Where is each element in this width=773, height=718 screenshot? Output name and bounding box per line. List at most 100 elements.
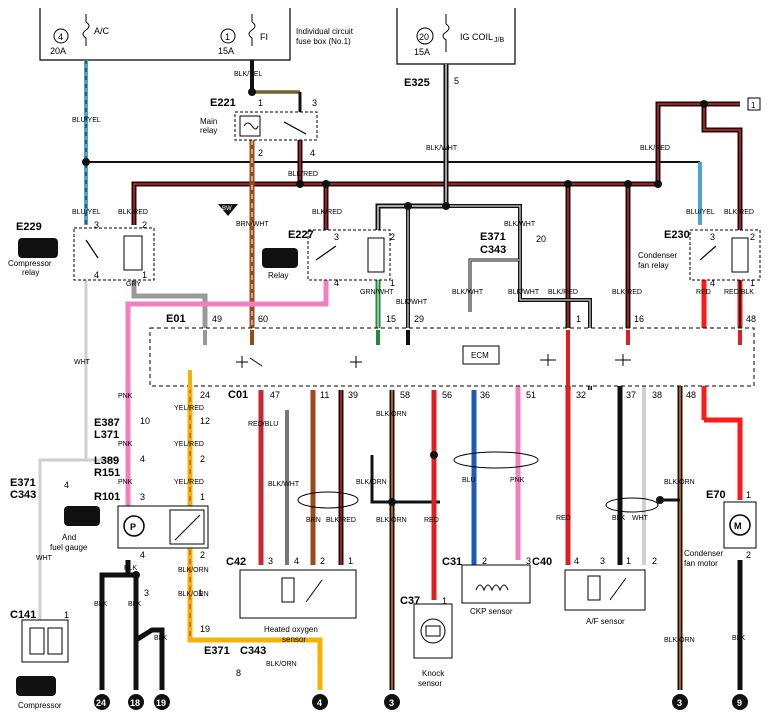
pin-e227-4: 4 (334, 278, 339, 288)
pin-e01-15: 15 (386, 314, 396, 324)
pin-e221-4: 4 (310, 148, 315, 158)
lbl-pnk-3: PNK (118, 479, 133, 486)
lbl-blk-orn-5: BLK/ORN (178, 591, 209, 598)
lbl-wht-2: WHT (36, 555, 53, 562)
lbl-blk-red-5: BLK/RED (548, 289, 578, 296)
compressor-relay-label-1: Compressor (8, 259, 52, 268)
lbl-pnk-4: PNK (510, 477, 525, 484)
lbl-blk-red-4: BLK/RED (312, 209, 342, 216)
pin-e01-1: 1 (576, 314, 581, 324)
fp-relay-label: Relay (268, 271, 288, 280)
lbl-blk-red-7: BLK/RED (724, 209, 754, 216)
conn-r101: R101 (94, 491, 120, 503)
lbl-red-1: RED (424, 517, 439, 524)
ground-4 (312, 694, 328, 710)
pin-c01-36: 36 (480, 390, 490, 400)
lbl-blk-orn-7: BLK/ORN (664, 479, 695, 486)
lbl-red-blu: RED/BLU (248, 421, 278, 428)
lbl-red-2: RED (556, 515, 571, 522)
pin-c31-2: 2 (482, 556, 487, 566)
pin-c01-11: 11 (320, 390, 329, 400)
lbl-blk-red-1: BLK/RED (118, 209, 148, 216)
lbl-blu-yel-3: BLU/YEL (686, 209, 715, 216)
lbl-blk-orn-3: BLK/ORN (376, 517, 407, 524)
pin-e227-2: 2 (390, 232, 395, 242)
lbl-blk-red-2: BLK/RED (288, 171, 318, 178)
bw-marker: BW (218, 204, 238, 216)
conn-l389: L389 (94, 455, 119, 467)
conn-e221: E221 (210, 97, 236, 109)
svg-text:3: 3 (389, 698, 394, 708)
pin-e371-4: 4 (64, 480, 69, 490)
pin-c40-4: 4 (574, 556, 579, 566)
svg-text:24: 24 (96, 698, 106, 708)
lbl-blk-red-6: BLK/RED (612, 289, 642, 296)
svg-text:9: 9 (737, 698, 742, 708)
pin-e01-48: 48 (746, 314, 756, 324)
pin-c01-38: 38 (652, 390, 662, 400)
pin-c01-24: 24 (200, 390, 210, 400)
pin-e70-2: 2 (746, 550, 751, 560)
ho2s-label-1: Heated oxygen (264, 625, 318, 634)
fuel-gauge-label-1: And (62, 533, 76, 542)
fuse-ac-name: A/C (94, 26, 110, 36)
fuel-gauge-label-2: fuel gauge (50, 543, 88, 552)
ground-24 (94, 694, 110, 710)
pin-r101-1: 1 (200, 492, 205, 502)
pin-e229-3: 3 (94, 220, 99, 230)
fuse-ig-box: J/B (494, 37, 504, 44)
fuse-box-1: 4 20A A/C 1 15A FI Individual circuit fu… (39, 8, 354, 61)
lbl-blk-orn-4: BLK/ORN (178, 567, 209, 574)
lbl-blk-wht-1: BLK/WHT (426, 145, 458, 152)
pin-c40-3: 3 (600, 556, 605, 566)
pin-e230-4: 4 (710, 278, 715, 288)
fuse-ig-amp: 15A (414, 47, 430, 57)
fuse-fi-num: 1 (225, 32, 230, 42)
cond-relay-label-1: Condenser (638, 251, 677, 260)
pin-e229-4: 4 (94, 270, 99, 280)
compressor-label: Compressor (18, 701, 62, 710)
offpage-badge: 1 (747, 97, 761, 111)
lbl-blk-2: BLK (124, 565, 138, 572)
ecm-label: ECM (471, 351, 489, 360)
fan-motor-label-1: Condenser (684, 549, 723, 558)
ground-19 (154, 694, 170, 710)
pin-8: 8 (236, 668, 241, 678)
fuse-ac-circle (53, 28, 69, 44)
fp-relay-icon: Relay (262, 248, 298, 280)
compressor-relay-label-2: relay (22, 268, 39, 277)
pin-e387-12: 12 (200, 416, 210, 426)
fuse-ig-name: IG COIL (460, 32, 493, 42)
pin-c37-1: 1 (442, 596, 447, 606)
pin-e230-1: 1 (750, 278, 755, 288)
pin-c31-3: 3 (526, 556, 531, 566)
conn-c343-2: C343 (10, 489, 36, 501)
lbl-blk-red-8: BLK/RED (326, 517, 356, 524)
fuel-gauge-icon: And fuel gauge (50, 506, 100, 552)
lbl-pnk-2: PNK (118, 441, 133, 448)
junction-dots (82, 88, 708, 579)
wire-blk-yel (250, 60, 302, 112)
conn-e371-3: E371 (204, 645, 230, 657)
pin-c40-2: 2 (652, 556, 657, 566)
conn-c42: C42 (226, 556, 246, 568)
lbl-red-3: RED (696, 289, 711, 296)
lbl-blk-6: BLK (732, 635, 746, 642)
pin-c01-39: 39 (348, 390, 358, 400)
bw-label: BW (222, 206, 232, 212)
pin-e221-3: 3 (312, 98, 317, 108)
pin-c01-47: 47 (270, 390, 280, 400)
fuse-ig-circle (416, 27, 434, 45)
wire-blk-gnd-left (99, 560, 165, 690)
fuse-box-jb: 20 15A IG COIL J/B (396, 8, 516, 65)
pin-r101-4: 4 (140, 550, 145, 560)
compressor-relay-icon: Compressor relay (8, 238, 58, 277)
wire-yel-red (187, 370, 323, 690)
offpage-badge-label: 1 (751, 101, 756, 110)
fuel-pump-relay (307, 229, 391, 281)
cond-relay-label-2: fan relay (638, 261, 669, 270)
condenser-relay-labels: Condenser fan relay (638, 251, 677, 270)
pin-1-left: 1 (198, 588, 203, 598)
fuse-ig-icon (442, 14, 450, 52)
af-label: A/F sensor (586, 617, 625, 626)
